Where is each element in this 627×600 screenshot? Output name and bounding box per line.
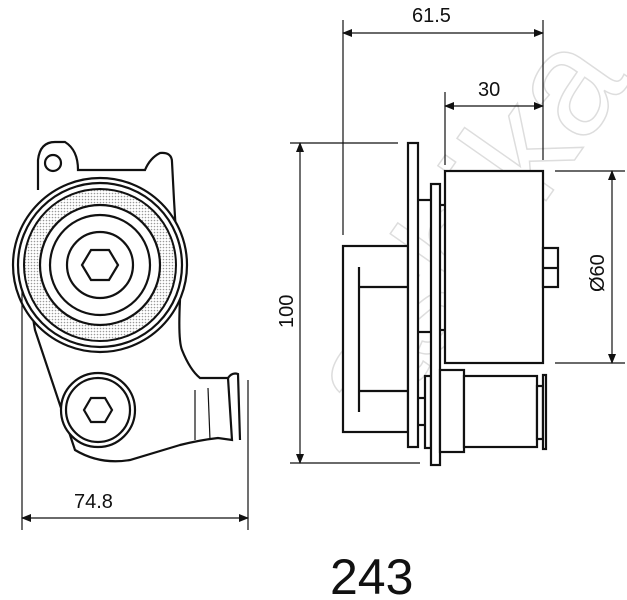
mounting-hole bbox=[43, 153, 63, 173]
bolt-front bbox=[59, 371, 137, 449]
base-plate bbox=[341, 244, 410, 434]
flange-2 bbox=[429, 182, 442, 467]
dim-depth-label: 61.5 bbox=[412, 5, 451, 27]
front-view: 74.8 bbox=[11, 140, 249, 530]
hex-bolt-icon bbox=[82, 396, 114, 424]
part-number: 243 bbox=[330, 549, 413, 600]
dim-pulley-width-label: 30 bbox=[478, 79, 500, 101]
side-view: 61.5 30 100 Ø60 bbox=[276, 5, 625, 467]
pulley-front bbox=[11, 176, 189, 354]
pulley-side bbox=[443, 169, 545, 365]
pusher-block bbox=[438, 368, 466, 454]
dim-height-label: 100 bbox=[276, 295, 298, 328]
hex-nut-icon bbox=[80, 248, 120, 282]
flange bbox=[406, 141, 420, 449]
dim-width-label: 74.8 bbox=[74, 491, 113, 513]
pusher-cylinder bbox=[462, 374, 539, 449]
dim-diameter-label: Ø60 bbox=[587, 254, 609, 292]
